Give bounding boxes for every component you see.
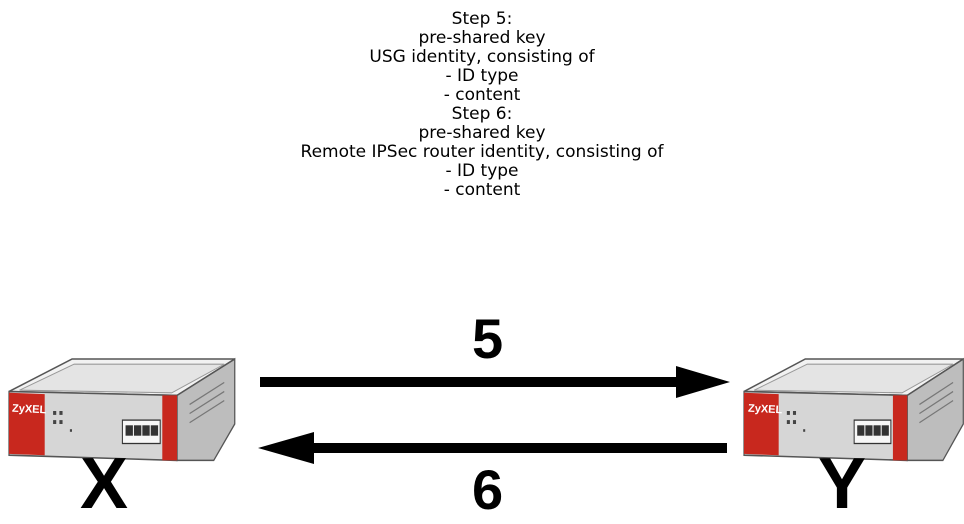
note-line: pre-shared key	[418, 28, 546, 48]
note-line: Remote IPSec router identity, consisting…	[300, 142, 664, 162]
note-line: USG identity, consisting of	[369, 47, 595, 67]
step-notes: Step 5: pre-shared key USG identity, con…	[0, 10, 964, 200]
step6-label: 6	[472, 458, 504, 521]
device-x-label: X	[80, 444, 129, 524]
note-line: pre-shared key	[418, 123, 546, 143]
device-y-label: Y	[818, 444, 867, 524]
arrow-step6	[258, 432, 727, 464]
router-right-logo: ZyXEL	[748, 403, 783, 417]
note-line: - ID type	[445, 66, 519, 86]
note-line: - ID type	[445, 161, 519, 181]
router-left-logo: ZyXEL	[12, 403, 47, 417]
note-line: Step 6:	[451, 104, 513, 124]
note-line: - content	[443, 85, 521, 105]
step5-label: 5	[472, 307, 504, 370]
arrow-step5	[260, 366, 730, 398]
note-line: - content	[443, 180, 521, 200]
note-line: Step 5:	[451, 9, 513, 29]
